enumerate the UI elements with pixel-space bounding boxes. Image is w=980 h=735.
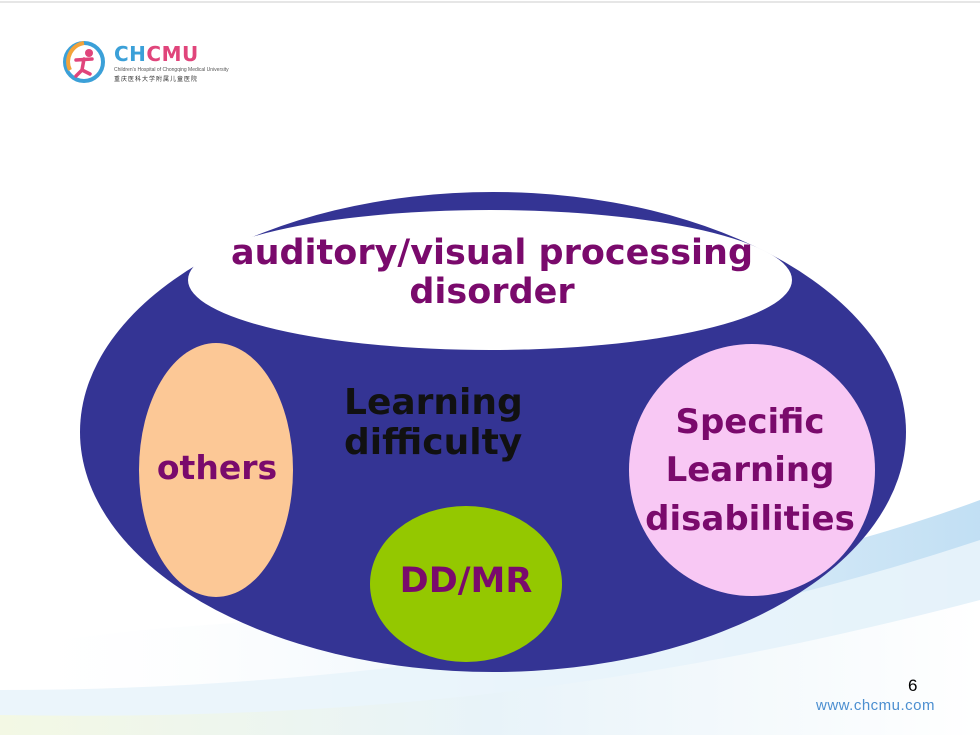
logo-subtitle-cn: 重庆医科大学附属儿童医院: [114, 77, 199, 83]
hospital-logo: CHCMU Children's Hospital of Chongqing M…: [62, 40, 242, 88]
child-logo-icon: [63, 41, 105, 83]
bottom-ellipse-label: DD/MR: [399, 561, 533, 601]
bottom-ellipse: [370, 506, 562, 662]
left-ellipse-label: others: [156, 448, 278, 487]
logo-text: CHCMU: [114, 42, 199, 66]
right-ellipse: [629, 344, 875, 596]
right-ellipse-label: Specific Learning disabilities: [645, 402, 855, 539]
top-ellipse-label: auditory/visual processing disorder: [230, 233, 754, 313]
slide-number: 6: [908, 676, 918, 695]
logo-subtitle-en: Children's Hospital of Chongqing Medical…: [114, 67, 229, 73]
website-url: www.chcmu.com: [816, 697, 936, 714]
outer-ellipse-label: Learning difficulty: [344, 382, 523, 464]
left-ellipse: [139, 343, 293, 597]
top-ellipse: [188, 210, 792, 350]
